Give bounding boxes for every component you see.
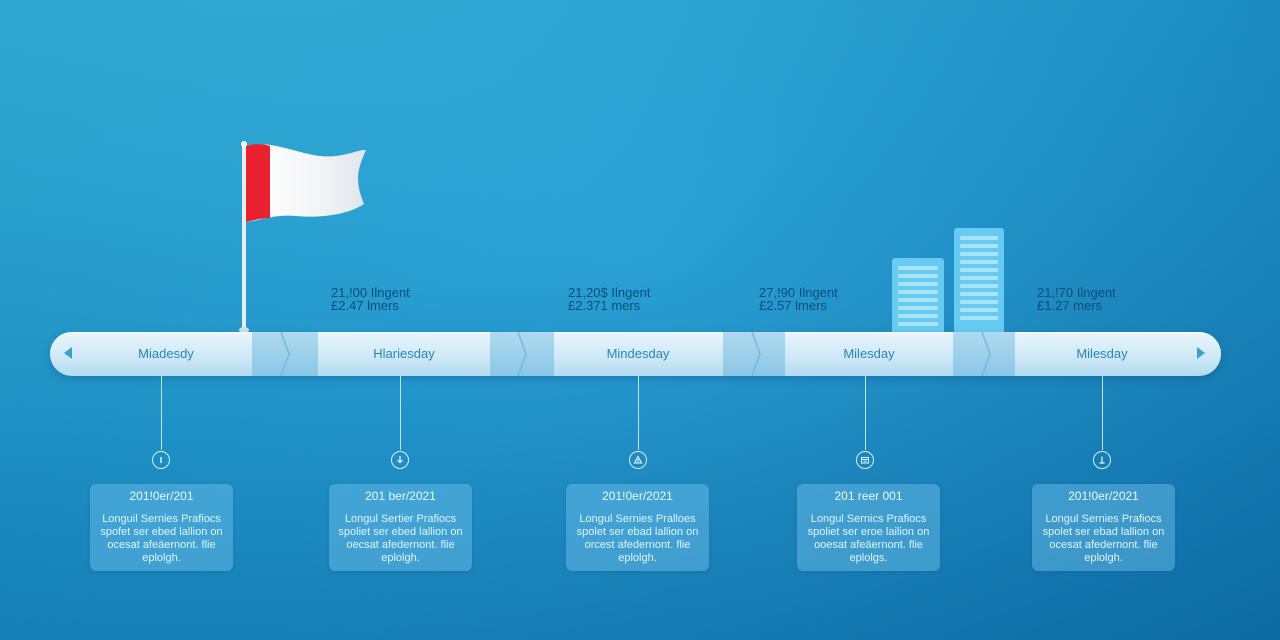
bar-label-3: Mindesday (606, 346, 670, 361)
bar-label-5: Milesday (1076, 346, 1128, 361)
building-chart-icon (892, 228, 1004, 334)
info-icon (152, 451, 170, 469)
timeline-card-2: 201 ber/2021 Longul Sertier Prafiocs spo… (329, 484, 472, 571)
download-icon (391, 451, 409, 469)
stat-4: 21,!70 Ilngent £1.27 mers (1037, 286, 1197, 312)
timeline-card-1: 201!0er/201 Longuil Sernies Prafiocs spo… (90, 484, 233, 571)
segment-divider (490, 332, 554, 376)
card-4-body: Longul Sernics Prafiocs spoliet ser eroe… (807, 513, 930, 564)
timeline-card-5: 201!0er/2021 Longul Sernies Prafiocs spo… (1032, 484, 1175, 571)
card-2-date: 201 ber/2021 (365, 489, 436, 503)
segment-divider (252, 332, 318, 376)
stat-1-line2: £2.47 lmers (331, 298, 399, 313)
connector-line (161, 376, 162, 450)
connector-line (400, 376, 401, 450)
connector-line (865, 376, 866, 450)
stat-1-line1: 21,!00 Ilngent (331, 285, 410, 300)
connector-line (1102, 376, 1103, 450)
card-5-body: Longul Sernies Prafiocs spolet ser ebad … (1042, 513, 1165, 564)
stat-3-line2: £2.57 lmers (759, 298, 827, 313)
stat-2-line1: 21,20$ Ilngent (568, 285, 651, 300)
tent-icon (629, 451, 647, 469)
stat-3-line1: 27,!90 Ilngent (759, 285, 838, 300)
stat-4-line2: £1.27 mers (1037, 298, 1103, 313)
timeline-card-4: 201 reer 001 Longul Sernics Prafiocs spo… (797, 484, 940, 571)
timeline-card-3: 201!0er/2021 Longul Sernies Pralloes spo… (566, 484, 709, 571)
chevron-right-icon (517, 332, 527, 376)
card-2-body: Longul Sertier Prafiocs spoliet ser ebed… (338, 513, 463, 564)
scroll-right-icon[interactable] (1197, 347, 1205, 359)
card-5-date: 201!0er/2021 (1068, 489, 1139, 503)
chevron-right-icon (751, 332, 761, 376)
card-4-date: 201 reer 001 (834, 489, 903, 503)
stat-4-line1: 21,!70 Ilngent (1037, 285, 1116, 300)
calendar-icon (856, 451, 874, 469)
card-3-date: 201!0er/2021 (602, 489, 673, 503)
stat-3: 27,!90 Ilngent £2.57 lmers (759, 286, 919, 312)
stat-1: 21,!00 Ilngent £2.47 lmers (331, 286, 491, 312)
card-1-date: 201!0er/201 (129, 489, 194, 503)
flag-icon (239, 141, 366, 334)
bar-label-4: Milesday (843, 346, 895, 361)
stat-2: 21,20$ Ilngent £2.371 mers (568, 286, 728, 312)
bar-label-1: Miadesdy (138, 346, 194, 361)
chevron-right-icon (981, 332, 991, 376)
bar-label-2: Hlariesday (373, 346, 435, 361)
stat-2-line2: £2.371 mers (568, 298, 641, 313)
timeline-bar: Miadesdy Hlariesday Mindesday Milesday M… (50, 332, 1221, 376)
connector-line (638, 376, 639, 450)
pin-icon (1093, 451, 1111, 469)
card-1-body: Longuil Sernies Prafiocs spofet ser ebed… (100, 513, 223, 564)
scroll-left-icon[interactable] (64, 347, 72, 359)
chevron-right-icon (280, 332, 290, 376)
card-3-body: Longul Sernies Pralloes spolet ser ebad … (576, 513, 699, 564)
